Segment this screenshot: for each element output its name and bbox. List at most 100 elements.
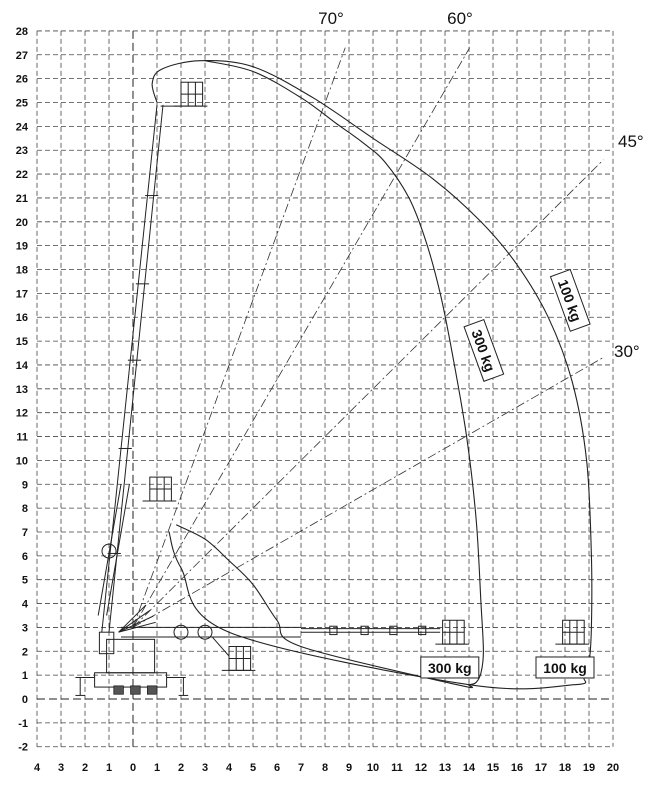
- y-tick-label: 20: [16, 217, 28, 229]
- jib-arm: [211, 636, 230, 657]
- upper-boom-right: [108, 104, 164, 633]
- y-tick-label: 15: [16, 336, 28, 348]
- x-tick-label: 12: [415, 762, 427, 774]
- x-tick-label: 3: [202, 762, 208, 774]
- y-tick-label: 19: [16, 241, 28, 253]
- angle-label-45: 45°: [618, 132, 644, 151]
- y-tick-label: 27: [16, 50, 28, 62]
- load-label: 100 kg: [543, 660, 587, 676]
- y-tick-label: 10: [16, 455, 28, 467]
- angle-lines: [132, 47, 604, 628]
- y-tick-label: 1: [22, 670, 28, 682]
- wheel: [146, 685, 158, 695]
- y-tick-label: 24: [16, 121, 29, 133]
- y-tick-label: 26: [16, 74, 28, 86]
- turret: [106, 638, 156, 674]
- angle-line-70: [132, 47, 346, 628]
- angle-line-60: [132, 47, 471, 628]
- load-label-group: 300 kg: [463, 318, 505, 382]
- x-tick-label: 9: [346, 762, 352, 774]
- x-tick-label: 0: [130, 762, 136, 774]
- load-label-box: [420, 656, 480, 679]
- boom-joint: [360, 625, 369, 636]
- x-tick-label: 10: [367, 762, 379, 774]
- angle-label-30: 30°: [614, 342, 640, 361]
- x-tick-label: 17: [535, 762, 547, 774]
- x-tick-label: 1: [106, 762, 112, 774]
- x-tick-label: 18: [559, 762, 571, 774]
- x-tick-label: 1: [154, 762, 160, 774]
- y-tick-label: 23: [16, 145, 28, 157]
- boom-joint: [329, 625, 338, 636]
- working-envelopes: [151, 60, 593, 690]
- boom-pivot-wheel: [197, 624, 213, 640]
- x-tick-label: 15: [487, 762, 499, 774]
- fan-line: [118, 604, 147, 633]
- fan-line: [118, 621, 156, 633]
- y-tick-label: 9: [22, 479, 28, 491]
- x-tick-label: 7: [298, 762, 304, 774]
- y-tick-label: 14: [16, 360, 29, 372]
- grid: [36, 30, 614, 748]
- x-tick-label: 19: [583, 762, 595, 774]
- x-tick-label: 11: [391, 762, 403, 774]
- x-tick-label: 4: [226, 762, 233, 774]
- load-label-group: 100 kg: [535, 656, 595, 679]
- y-tick-label: 5: [22, 575, 28, 587]
- y-tick-label: 4: [22, 599, 29, 611]
- boom-joint: [418, 625, 427, 636]
- fan-line: [118, 615, 154, 633]
- x-tick-label: 4: [34, 762, 41, 774]
- y-tick-label: 25: [16, 98, 28, 110]
- load-label-group: 100 kg: [549, 268, 591, 332]
- y-tick-label: 2: [22, 646, 28, 658]
- boom-pivot-wheel: [173, 624, 189, 640]
- x-tick-label: 20: [607, 762, 619, 774]
- x-tick-label: 2: [82, 762, 88, 774]
- x-tick-label: 6: [274, 762, 280, 774]
- lower-boom-left: [97, 484, 122, 616]
- load-label: 300 kg: [428, 660, 472, 676]
- y-tick-label: 11: [16, 432, 28, 444]
- x-tick-label: 14: [463, 762, 476, 774]
- x-tick-label: 13: [439, 762, 451, 774]
- y-tick-label: 17: [16, 288, 28, 300]
- angle-label-60: 60°: [447, 9, 473, 28]
- wheel: [113, 685, 124, 695]
- x-tick-label: 16: [511, 762, 523, 774]
- angle-line-45: [132, 159, 604, 628]
- y-tick-label: 0: [22, 694, 28, 706]
- lower-boom-right: [106, 484, 130, 616]
- y-tick-label: 18: [16, 265, 28, 277]
- x-tick-label: 3: [58, 762, 64, 774]
- x-tick-label: 8: [322, 762, 328, 774]
- wheel: [130, 685, 141, 695]
- y-tick-label: 22: [16, 169, 28, 181]
- aerial-platform-drawing: [75, 81, 589, 696]
- y-tick-label: 7: [22, 527, 28, 539]
- y-tick-label: 16: [16, 312, 28, 324]
- y-tick-label: 21: [16, 193, 28, 205]
- x-tick-label: 2: [178, 762, 184, 774]
- y-tick-label: 12: [16, 408, 28, 420]
- y-tick-label: 6: [22, 551, 28, 563]
- y-tick-label: 13: [16, 384, 28, 396]
- load-label-group: 300 kg: [420, 656, 480, 679]
- envelope-100-kg: [151, 60, 593, 690]
- x-tick-label: 5: [250, 762, 256, 774]
- y-tick-label: 28: [16, 26, 28, 38]
- envelope-300-kg: [175, 60, 484, 689]
- angle-label-70: 70°: [318, 9, 344, 28]
- fan-line: [118, 609, 151, 633]
- load-label-box: [463, 318, 505, 382]
- y-tick-label: 3: [22, 622, 28, 634]
- load-label-box: [549, 268, 591, 332]
- counterweight: [98, 631, 115, 655]
- y-tick-label: -1: [18, 718, 28, 730]
- load-label-box: [535, 656, 595, 679]
- y-tick-label: 8: [22, 503, 28, 515]
- annotations: 70° 60° 45° 30° 100 kg 300 kg 300 kg 100 kg: [318, 9, 644, 679]
- boom-joint: [389, 625, 398, 636]
